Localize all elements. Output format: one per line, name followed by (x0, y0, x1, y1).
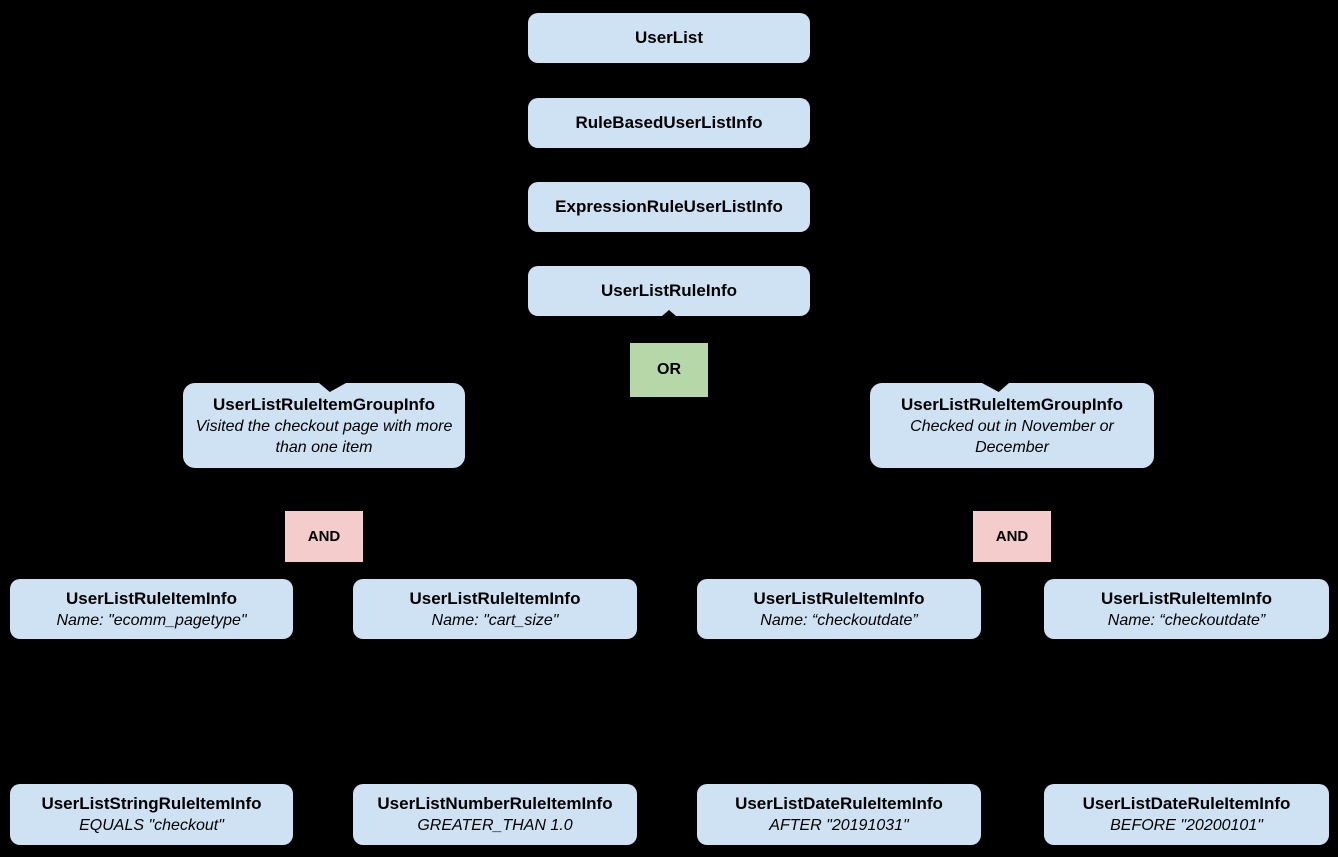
group-desc: Visited the checkout page with more than… (195, 417, 453, 456)
node-expressionruleuserlistinfo: ExpressionRuleUserListInfo (528, 182, 810, 232)
leaf-title: UserListDateRuleItemInfo (1082, 794, 1291, 813)
group-title: UserListRuleItemGroupInfo (213, 394, 435, 414)
connector-stub (662, 310, 676, 316)
node-userlistruleinfo: UserListRuleInfo (528, 266, 810, 316)
and-operator-left: AND (285, 511, 363, 562)
rule-item-title: UserListRuleItemInfo (753, 588, 925, 608)
leaf-node-string-rule: UserListStringRuleItemInfo EQUALS "check… (10, 784, 293, 845)
leaf-title: UserListStringRuleItemInfo (41, 794, 262, 813)
or-operator: OR (630, 343, 708, 397)
node-userlist: UserList (528, 13, 810, 63)
rule-item-title: UserListRuleItemInfo (66, 588, 237, 608)
node-title: ExpressionRuleUserListInfo (555, 197, 783, 216)
rule-item-desc: Name: "ecomm_pagetype" (56, 611, 247, 629)
and-operator-right: AND (973, 511, 1051, 562)
rule-item-title: UserListRuleItemInfo (409, 588, 581, 608)
leaf-node-date-rule-after: UserListDateRuleItemInfo AFTER "20191031… (697, 784, 981, 845)
node-title: UserListRuleInfo (600, 281, 738, 300)
rule-item-desc: Name: "cart_size" (431, 611, 559, 629)
leaf-node-number-rule: UserListNumberRuleItemInfo GREATER_THAN … (353, 784, 637, 845)
arrowhead-icon (982, 383, 1009, 392)
and-label: AND (307, 528, 341, 545)
group-title: UserListRuleItemGroupInfo (901, 394, 1123, 414)
group-desc: Checked out in November or December (910, 417, 1114, 456)
rule-item-desc: Name: “checkoutdate” (1107, 611, 1266, 629)
leaf-title: UserListDateRuleItemInfo (735, 794, 943, 813)
leaf-desc: EQUALS "checkout" (79, 817, 224, 834)
arrowhead-icon (319, 383, 346, 392)
leaf-desc: BEFORE "20200101" (1110, 817, 1263, 834)
leaf-desc: GREATER_THAN 1.0 (417, 817, 573, 834)
rule-item-node-checkoutdate-2: UserListRuleItemInfo Name: “checkoutdate… (1044, 579, 1329, 639)
or-label: OR (657, 361, 681, 378)
node-title: RuleBasedUserListInfo (575, 113, 763, 132)
leaf-title: UserListNumberRuleItemInfo (377, 794, 613, 813)
leaf-desc: AFTER "20191031" (769, 817, 909, 834)
node-rulebaseduserlistinfo: RuleBasedUserListInfo (528, 98, 810, 148)
rule-item-desc: Name: “checkoutdate” (760, 611, 918, 629)
leaf-node-date-rule-before: UserListDateRuleItemInfo BEFORE "2020010… (1044, 784, 1329, 845)
rule-item-node-ecomm-pagetype: UserListRuleItemInfo Name: "ecomm_pagety… (10, 579, 293, 639)
rule-item-node-cart-size: UserListRuleItemInfo Name: "cart_size" (353, 579, 637, 639)
group-node-right: UserListRuleItemGroupInfo Checked out in… (870, 383, 1154, 468)
rule-item-node-checkoutdate-1: UserListRuleItemInfo Name: “checkoutdate… (697, 579, 981, 639)
rule-item-title: UserListRuleItemInfo (1101, 588, 1272, 608)
and-label: AND (995, 528, 1029, 545)
group-node-left: UserListRuleItemGroupInfo Visited the ch… (183, 383, 465, 468)
node-title: UserList (634, 28, 704, 47)
